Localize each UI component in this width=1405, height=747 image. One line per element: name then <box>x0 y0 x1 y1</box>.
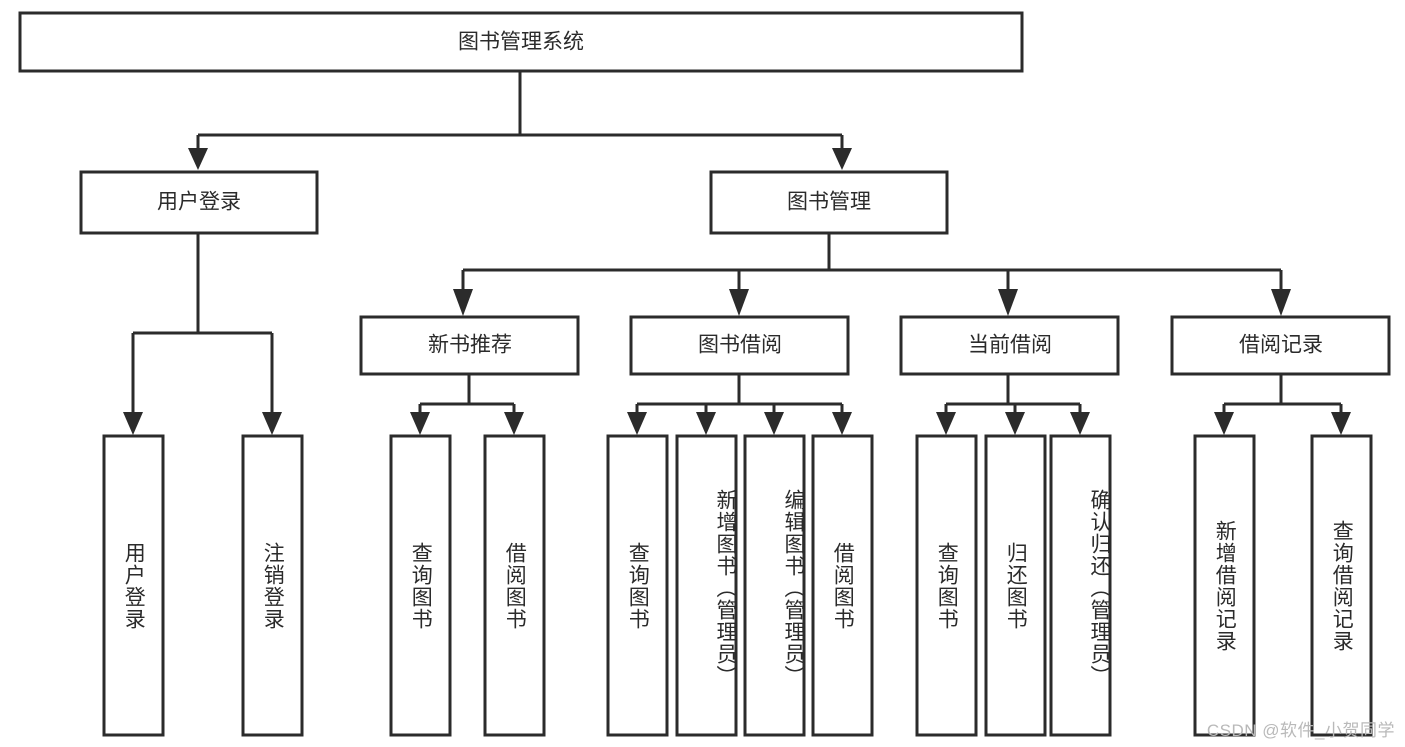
node-box-leaf-add-book[interactable] <box>675 434 738 737</box>
arrowhead-leaf-user-login <box>123 412 143 435</box>
node-box-leaf-confirm-return[interactable] <box>1049 434 1112 737</box>
node-box-leaf-query-book-2[interactable] <box>606 434 669 737</box>
arrowhead-bookmanage <box>832 148 852 170</box>
node-box-leaf-query-record[interactable] <box>1310 434 1373 737</box>
node-box-leaf-borrow-book-2[interactable] <box>811 434 874 737</box>
arrowhead-new-book-recommend <box>453 289 473 316</box>
node-label-borrow-record: 借阅记录 <box>1239 334 1323 357</box>
node-box-root[interactable] <box>18 11 1024 73</box>
node-label-book-borrow: 图书借阅 <box>698 334 782 357</box>
csdn-watermark: CSDN @软件_小贺同学 <box>1206 721 1395 740</box>
arrowhead-leaf-query-book-3 <box>936 412 956 435</box>
node-box-leaf-add-record[interactable] <box>1193 434 1256 737</box>
arrowhead-userlogin <box>188 148 208 170</box>
arrowhead-borrow-record <box>1271 289 1291 316</box>
node-box-borrow-record[interactable] <box>1170 315 1391 376</box>
arrowhead-leaf-return-book <box>1005 412 1025 435</box>
node-box-leaf-query-book-3[interactable] <box>915 434 978 737</box>
arrowhead-book-borrow <box>729 289 749 316</box>
arrowhead-leaf-query-book-2 <box>627 412 647 435</box>
node-label-book-manage: 图书管理 <box>787 191 871 214</box>
arrowhead-leaf-borrow-book-1 <box>504 412 524 435</box>
node-box-leaf-logout[interactable] <box>241 434 304 737</box>
arrowhead-leaf-add-record <box>1214 412 1234 435</box>
nodes-group: 图书管理系统 用户登录 图书管理 新书推荐 图书借阅 当前借阅 借阅记录 <box>18 11 1391 737</box>
arrowhead-leaf-logout <box>262 412 282 435</box>
node-label-root: 图书管理系统 <box>458 31 584 54</box>
node-box-leaf-query-book-1[interactable] <box>389 434 452 737</box>
node-label-new-book-recommend: 新书推荐 <box>428 334 512 357</box>
node-label-user-login: 用户登录 <box>157 191 241 214</box>
node-box-book-borrow[interactable] <box>629 315 850 376</box>
arrowhead-leaf-confirm-return <box>1070 412 1090 435</box>
node-box-new-book-recommend[interactable] <box>359 315 580 376</box>
node-box-leaf-edit-book[interactable] <box>743 434 806 737</box>
arrowhead-leaf-borrow-book-2 <box>832 412 852 435</box>
node-box-user-login[interactable] <box>79 170 319 235</box>
node-label-current-borrow: 当前借阅 <box>968 334 1052 357</box>
arrowhead-current-borrow <box>998 289 1018 316</box>
arrowhead-leaf-add-book <box>696 412 716 435</box>
node-box-leaf-user-login[interactable] <box>102 434 165 737</box>
arrowhead-leaf-query-book-1 <box>410 412 430 435</box>
arrowhead-leaf-edit-book <box>764 412 784 435</box>
node-box-leaf-return-book[interactable] <box>984 434 1047 737</box>
node-box-current-borrow[interactable] <box>899 315 1120 376</box>
arrowhead-leaf-query-record <box>1331 412 1351 435</box>
node-box-leaf-borrow-book-1[interactable] <box>483 434 546 737</box>
edges-group <box>123 71 1351 435</box>
node-box-book-manage[interactable] <box>709 170 949 235</box>
